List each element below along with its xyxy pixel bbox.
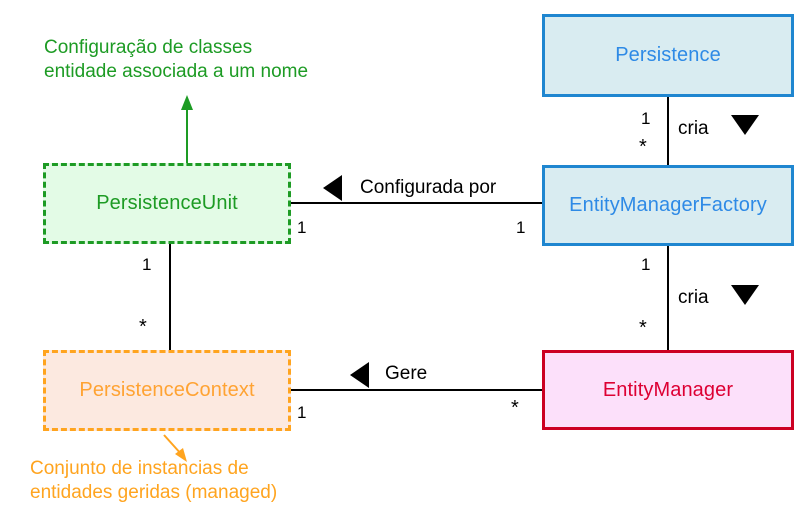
annotation-arrow-orange-icon [163,434,187,462]
edge-pu-to-pc-target-mult: * [139,316,147,338]
node-persistence-unit[interactable]: PersistenceUnit [43,163,291,244]
triangle-down-icon-cria-1 [731,115,759,135]
edge-pu-to-emf-target-mult: 1 [516,218,526,237]
edge-persistence-to-emf-line [667,96,669,166]
node-persistence-label: Persistence [615,44,721,66]
edge-pu-to-pc-line [169,243,171,351]
triangle-left-icon-gere [350,362,369,388]
node-persistence-context-label: PersistenceContext [79,379,255,401]
node-entity-manager[interactable]: EntityManager [542,350,794,430]
node-entity-manager-factory-label: EntityManagerFactory [569,194,767,216]
annotation-persistence-unit-note: Configuração de classes entidade associa… [44,37,309,82]
edge-emf-to-em-source-mult: 1 [641,255,651,274]
node-persistence[interactable]: Persistence [542,14,794,97]
edge-emf-to-em-label: cria [678,287,709,308]
node-persistence-unit-label: PersistenceUnit [96,192,238,214]
edge-pc-to-em-line [290,389,542,391]
annotation-arrow-green-icon [181,95,193,166]
edge-pc-to-em-target-mult: * [511,397,519,419]
node-entity-manager-factory[interactable]: EntityManagerFactory [542,165,794,246]
node-entity-manager-label: EntityManager [602,378,734,401]
edge-persistence-to-emf-source-mult: 1 [641,109,651,128]
edge-pc-to-em-source-mult: 1 [297,403,307,422]
edge-pu-to-emf-line [290,202,542,204]
edge-persistence-to-emf-target-mult: * [639,136,647,158]
edge-emf-to-em-line [667,245,669,351]
edge-pc-to-em-label: Gere [385,363,428,384]
triangle-left-icon-configurada-por [323,175,342,201]
annotation-persistence-context-note: Conjunto de instancias de entidades geri… [30,458,278,503]
triangle-down-icon-cria-2 [731,285,759,305]
node-persistence-context[interactable]: PersistenceContext [43,350,291,431]
edge-emf-to-em-target-mult: * [639,317,647,339]
edge-pu-to-emf-source-mult: 1 [297,218,307,237]
edge-pu-to-pc-source-mult: 1 [142,255,152,274]
edge-persistence-to-emf-label: cria [678,118,709,139]
edge-pu-to-emf-label: Configurada por [360,177,497,198]
